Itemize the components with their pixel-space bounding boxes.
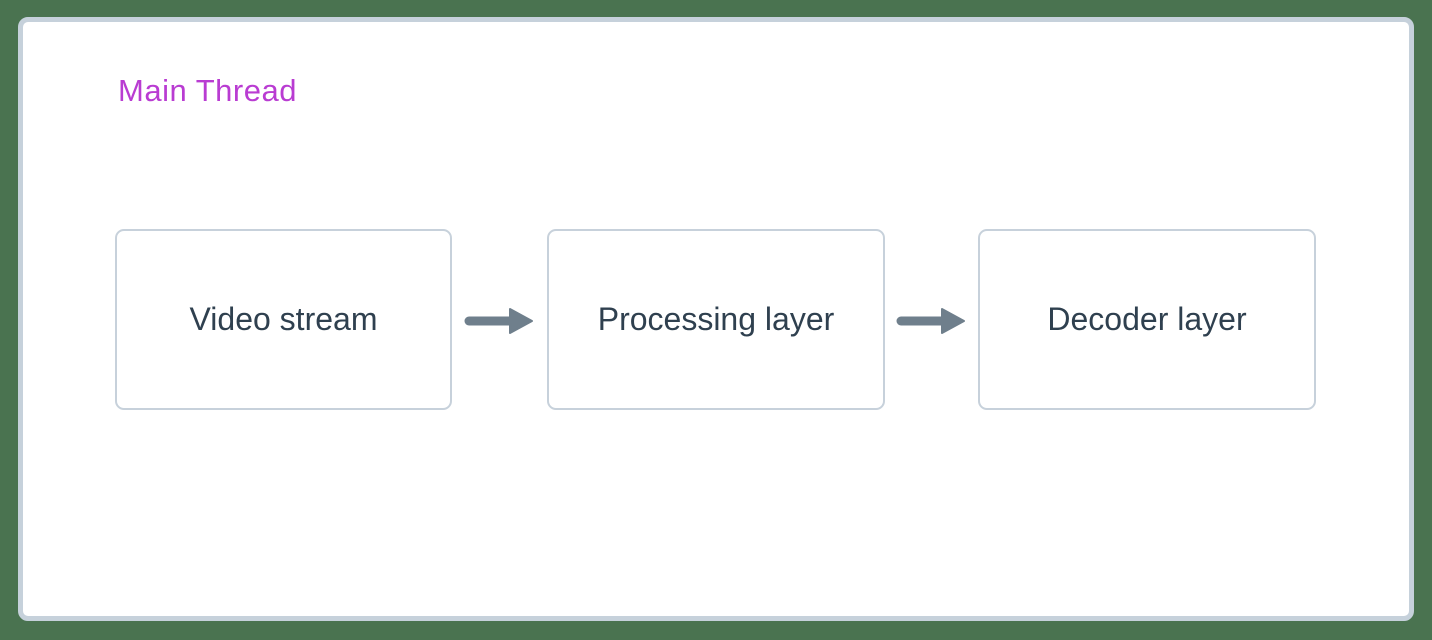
diagram-title: Main Thread <box>118 73 297 108</box>
node-label: Video stream <box>189 301 378 337</box>
node-label: Decoder layer <box>1047 301 1247 337</box>
flow-arrow-icon <box>896 306 966 336</box>
node-processing-layer: Processing layer <box>547 229 885 410</box>
node-label: Processing layer <box>597 301 835 337</box>
node-decoder-layer: Decoder layer <box>978 229 1316 410</box>
node-video-stream: Video stream <box>115 229 452 410</box>
diagram-panel: Main Thread Video stream Processing laye… <box>18 17 1414 621</box>
flow-arrow-icon <box>464 306 534 336</box>
